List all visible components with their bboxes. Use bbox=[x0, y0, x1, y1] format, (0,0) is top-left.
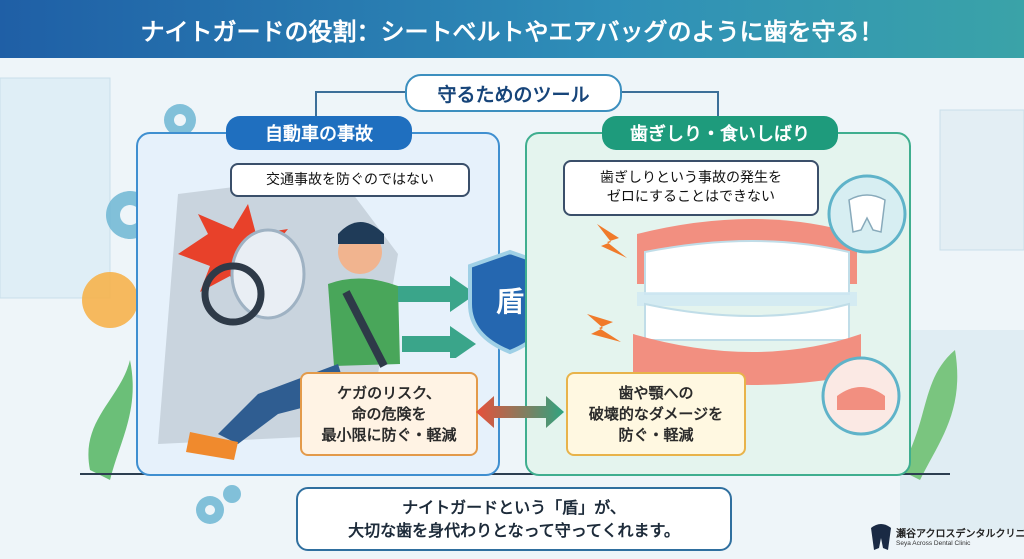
clinic-name: 瀬谷アクロスデンタルクリニック bbox=[896, 529, 1024, 540]
bruxism-note: 歯ぎしりという事故の発生を ゼロにすることはできない bbox=[563, 160, 819, 216]
result-line: ケガのリスク、 bbox=[337, 383, 441, 402]
result-line: 破壊的なダメージを bbox=[588, 404, 724, 423]
shield-label: 盾 bbox=[495, 285, 524, 318]
result-line: 命の危険を bbox=[351, 404, 427, 423]
result-line: 歯や顎への bbox=[618, 383, 694, 402]
result-line: 最小限に防ぐ・軽減 bbox=[321, 425, 457, 444]
summary-line: 大切な歯を身代わりとなって守ってくれます。 bbox=[348, 521, 680, 540]
summary-line: ナイトガードという「盾」が、 bbox=[402, 497, 626, 517]
arrow-right-icon bbox=[398, 276, 476, 312]
arrow-right-icon bbox=[402, 326, 476, 358]
car-accident-tag: 自動車の事故 bbox=[226, 116, 412, 150]
tools-header: 守るためのツール bbox=[405, 74, 622, 112]
clinic-logo: 瀬谷アクロスデンタルクリニック Seya Across Dental Clini… bbox=[868, 520, 1024, 554]
clinic-name-en: Seya Across Dental Clinic bbox=[896, 540, 971, 547]
note-line: ゼロにすることはできない bbox=[606, 189, 776, 205]
tooth-logo-icon bbox=[871, 524, 891, 550]
lightning-icon bbox=[587, 224, 627, 342]
bruxism-tag: 歯ぎしり・食いしばり bbox=[602, 116, 838, 150]
bruxism-result: 歯や顎への 破壊的なダメージを 防ぐ・軽減 bbox=[566, 372, 746, 456]
note-line: 歯ぎしりという事故の発生を bbox=[600, 170, 782, 187]
teeth-illustration bbox=[587, 174, 907, 436]
double-arrow-icon bbox=[476, 396, 564, 428]
car-accident-result: ケガのリスク、 命の危険を 最小限に防ぐ・軽減 bbox=[300, 372, 478, 456]
summary-box: ナイトガードという「盾」が、 大切な歯を身代わりとなって守ってくれます。 bbox=[296, 487, 732, 551]
car-accident-note: 交通事故を防ぐのではない bbox=[230, 163, 470, 197]
page-title: ナイトガードの役割：シートベルトやエアバッグのように歯を守る！ bbox=[0, 0, 1024, 58]
result-line: 防ぐ・軽減 bbox=[618, 425, 694, 444]
